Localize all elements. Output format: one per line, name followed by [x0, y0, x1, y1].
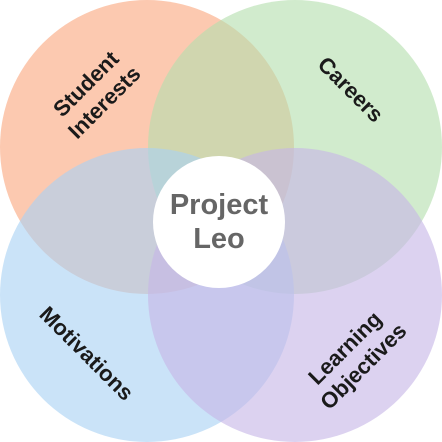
center-circle: [153, 156, 285, 288]
center-title-line1: Project: [170, 189, 269, 221]
center-title-line2: Leo: [193, 223, 245, 255]
